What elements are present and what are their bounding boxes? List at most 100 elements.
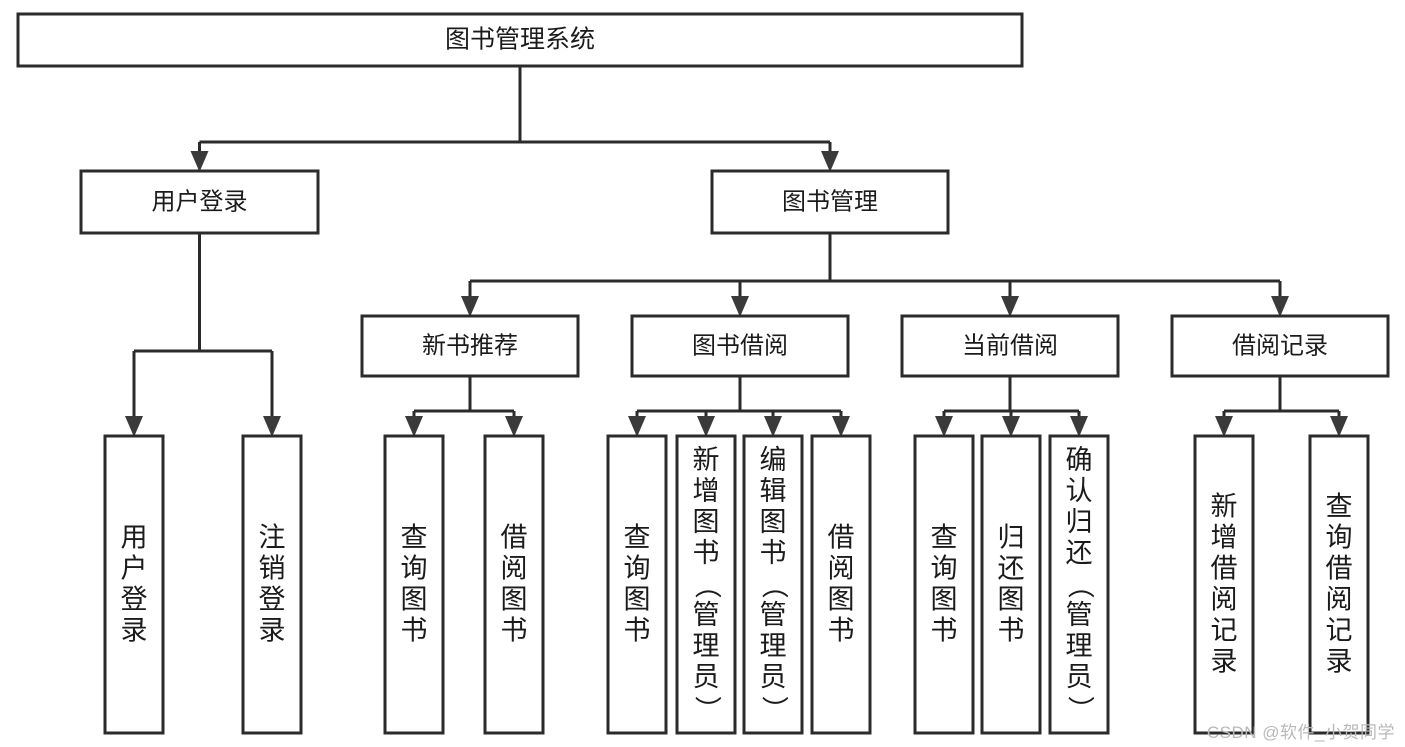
node-root[interactable]: 图书管理系统 bbox=[16, 12, 1024, 68]
node-book-management[interactable]: 图书管理 bbox=[710, 169, 950, 235]
node-label-char: 注 bbox=[259, 523, 286, 553]
node-box[interactable] bbox=[1048, 434, 1110, 735]
arrow-head-icon bbox=[764, 416, 782, 437]
node-label-char: 查 bbox=[624, 523, 651, 553]
node-box[interactable] bbox=[913, 434, 975, 735]
node-label-char: 还 bbox=[1066, 538, 1093, 568]
node-label-char: 查 bbox=[401, 523, 428, 553]
node-box[interactable] bbox=[79, 169, 320, 235]
arrow-head-icon bbox=[190, 151, 209, 172]
node-label-char: 书 bbox=[998, 616, 1025, 646]
node-label-char: 录 bbox=[259, 616, 286, 646]
node-label-char: 员 bbox=[1066, 662, 1093, 692]
node-label: 用户登录 bbox=[152, 188, 248, 215]
node-label-char: 销 bbox=[259, 554, 286, 584]
node-box[interactable] bbox=[241, 434, 303, 735]
node-label-char: 阅 bbox=[1211, 585, 1238, 615]
node-box[interactable] bbox=[606, 434, 668, 735]
node-box[interactable] bbox=[103, 434, 165, 735]
node-label-char: 阅 bbox=[1326, 585, 1353, 615]
node-label-char: 归 bbox=[998, 523, 1025, 553]
node-label-char: （ bbox=[1065, 572, 1095, 599]
node-label-char: 管 bbox=[693, 600, 720, 630]
node-box[interactable] bbox=[1308, 434, 1370, 735]
node-label: 当前借阅 bbox=[962, 332, 1058, 359]
node-label-char: 查 bbox=[931, 523, 958, 553]
watermark-text: CSDN @软件_小贺同学 bbox=[1206, 723, 1395, 742]
node-box[interactable] bbox=[900, 314, 1120, 378]
node-box[interactable] bbox=[1193, 434, 1255, 735]
node-label-char: 书 bbox=[760, 538, 787, 568]
node-current-borrow[interactable]: 当前借阅 bbox=[900, 314, 1120, 378]
node-label-char: 还 bbox=[998, 554, 1025, 584]
node-label: 图书管理 bbox=[782, 188, 878, 215]
node-leaf-user-login[interactable]: 用户登录 bbox=[103, 434, 165, 735]
node-box[interactable] bbox=[16, 12, 1024, 68]
arrow-head-icon bbox=[1002, 416, 1020, 437]
connector-layer bbox=[125, 66, 1348, 437]
node-box[interactable] bbox=[710, 169, 950, 235]
node-label-char: 录 bbox=[1326, 647, 1353, 677]
node-label-char: 编 bbox=[760, 445, 787, 475]
node-label-char: 图 bbox=[998, 585, 1025, 615]
node-new-book-recommend[interactable]: 新书推荐 bbox=[360, 314, 580, 378]
arrow-head-icon bbox=[125, 416, 143, 437]
node-label-char: ） bbox=[1065, 696, 1095, 723]
node-borrow-record[interactable]: 借阅记录 bbox=[1170, 314, 1390, 378]
arrow-head-icon bbox=[935, 416, 953, 437]
node-label-char: 查 bbox=[1326, 492, 1353, 522]
node-label-char: 管 bbox=[760, 600, 787, 630]
arrow-head-icon bbox=[263, 416, 281, 437]
node-label-char: 员 bbox=[760, 662, 787, 692]
node-label-char: 管 bbox=[1066, 600, 1093, 630]
node-label-char: 户 bbox=[121, 554, 148, 584]
node-label-char: 借 bbox=[1326, 554, 1353, 584]
node-box[interactable] bbox=[980, 434, 1042, 735]
node-label-char: 询 bbox=[931, 554, 958, 584]
node-label-char: 书 bbox=[828, 616, 855, 646]
arrow-head-icon bbox=[461, 296, 479, 317]
arrow-head-icon bbox=[1330, 416, 1348, 437]
node-box[interactable] bbox=[630, 314, 850, 378]
node-box[interactable] bbox=[742, 434, 804, 735]
node-label-char: 新 bbox=[693, 445, 720, 475]
node-box[interactable] bbox=[810, 434, 872, 735]
node-label-char: 图 bbox=[760, 507, 787, 537]
arrow-head-icon bbox=[697, 416, 715, 437]
arrow-head-icon bbox=[405, 416, 423, 437]
node-label-char: 图 bbox=[931, 585, 958, 615]
node-label-char: 询 bbox=[401, 554, 428, 584]
node-label-char: 询 bbox=[624, 554, 651, 584]
node-label-char: 图 bbox=[693, 507, 720, 537]
node-book-borrow[interactable]: 图书借阅 bbox=[630, 314, 850, 378]
node-box[interactable] bbox=[675, 434, 737, 735]
node-label-char: 记 bbox=[1326, 616, 1353, 646]
node-label-char: （ bbox=[692, 572, 722, 599]
node-label: 借阅记录 bbox=[1232, 332, 1328, 359]
node-label-char: 用 bbox=[121, 523, 148, 553]
node-box[interactable] bbox=[1170, 314, 1390, 378]
node-box[interactable] bbox=[360, 314, 580, 378]
node-box[interactable] bbox=[383, 434, 445, 735]
node-box[interactable] bbox=[483, 434, 545, 735]
node-label-char: 确 bbox=[1066, 445, 1093, 475]
node-label-char: 增 bbox=[693, 476, 720, 506]
node-label-char: 书 bbox=[624, 616, 651, 646]
node-label-char: 书 bbox=[693, 538, 720, 568]
node-label-char: 理 bbox=[760, 631, 787, 661]
node-user-login[interactable]: 用户登录 bbox=[79, 169, 320, 235]
node-label-char: 归 bbox=[1066, 507, 1093, 537]
node-label-char: 书 bbox=[501, 616, 528, 646]
